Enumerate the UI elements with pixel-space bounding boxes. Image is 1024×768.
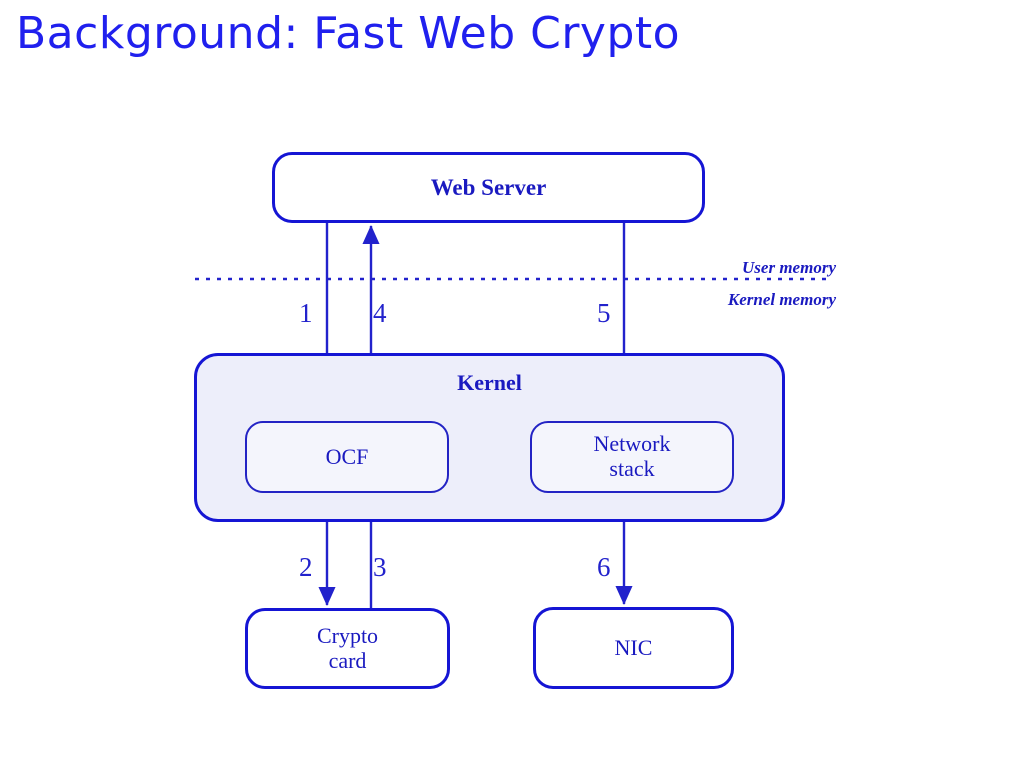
node-ocf: OCF [245, 421, 449, 493]
node-nic-label: NIC [614, 634, 653, 660]
step-number-5: 5 [597, 298, 611, 328]
node-network-stack-label: Network stack [593, 431, 671, 481]
user-memory-label: User memory [742, 258, 836, 277]
step-number-6: 6 [597, 552, 611, 582]
step-number-2: 2 [299, 552, 313, 582]
node-crypto-card: Crypto card [245, 608, 450, 689]
node-nic: NIC [533, 607, 734, 689]
page-title: Background: Fast Web Crypto [16, 8, 681, 59]
node-kernel-label: Kernel [457, 370, 522, 395]
node-crypto-card-label: Crypto card [316, 622, 379, 673]
node-web-server: Web Server [272, 152, 705, 223]
kernel-memory-label: Kernel memory [727, 290, 836, 309]
step-number-1: 1 [299, 298, 313, 328]
step-number-4: 4 [373, 298, 387, 328]
node-network-stack: Network stack [530, 421, 734, 493]
step-number-3: 3 [373, 552, 387, 582]
node-ocf-label: OCF [325, 443, 369, 469]
node-web-server-label: Web Server [430, 174, 547, 200]
